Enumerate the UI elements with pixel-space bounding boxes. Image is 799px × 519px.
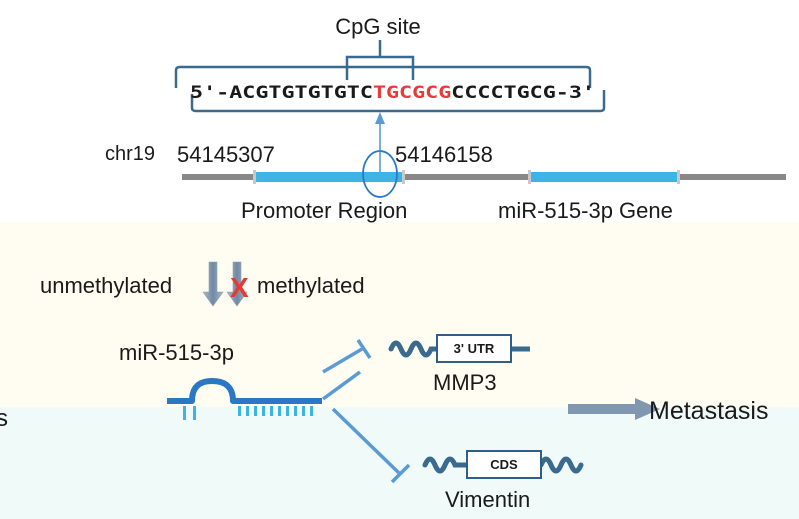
cpg-location-circle: [362, 150, 398, 198]
sequence-suffix: CCCCTGCG-3': [451, 83, 595, 103]
methylated-arrow: [226, 261, 248, 307]
mmp3-label: MMP3: [433, 370, 497, 395]
blocked-mark: X: [230, 272, 249, 303]
mirna-label: miR-515-3p: [119, 340, 234, 365]
vimentin-mrna-wave-right: [538, 456, 584, 474]
mmp3-utr-box: [436, 334, 512, 363]
sequence-box-top: [174, 65, 592, 88]
mirna-strand: [167, 378, 322, 404]
sequence-cpg: TGCGCG: [373, 83, 451, 103]
background-band-middle: [0, 222, 799, 407]
mmp3-utr-label: 3' UTR: [454, 341, 495, 356]
cpg-site-bracket: [345, 55, 415, 80]
vimentin-inhibition-bar: [390, 463, 411, 484]
background-band-bottom: [0, 407, 799, 519]
sequence-prefix: 5'-ACGTGTGTGTC: [190, 83, 373, 103]
chromosome-start-coordinate: 54145307: [177, 142, 275, 167]
mirna-base-ticks: [183, 406, 313, 420]
gene-start-tick: [528, 170, 531, 184]
gene-region-label: miR-515-3p Gene: [498, 198, 673, 223]
gene-end-tick: [677, 170, 680, 184]
mmp3-inhibition-line-lower: [321, 370, 362, 401]
chromosome-end-coordinate: 54146158: [395, 142, 493, 167]
promoter-start-tick: [253, 170, 256, 184]
sequence-box-bottom: [190, 90, 606, 113]
promoter-end-tick: [402, 170, 405, 184]
vimentin-label: Vimentin: [445, 487, 530, 512]
mmp3-inhibition-bar: [356, 339, 372, 359]
gene-region-bar: [530, 172, 678, 182]
mmp3-mrna-wave: [388, 340, 444, 358]
methylated-label: methylated: [257, 273, 365, 298]
unmethylated-arrow: [202, 261, 224, 307]
mmp3-inhibition-line-upper: [322, 347, 363, 374]
cpg-site-label: CpG site: [335, 14, 421, 39]
vimentin-cds-label: CDS: [490, 457, 518, 472]
metastasis-arrow: [568, 398, 660, 420]
vimentin-cds-box: [466, 450, 542, 479]
left-edge-text: s: [0, 405, 8, 432]
unmethylated-label: unmethylated: [40, 273, 172, 298]
vimentin-mrna-wave-left: [422, 456, 470, 474]
promoter-region-label: Promoter Region: [241, 198, 407, 223]
promoter-region-bar: [255, 172, 403, 182]
metastasis-label: Metastasis: [649, 397, 768, 425]
vimentin-inhibition-line: [331, 407, 402, 476]
promoter-to-sequence-arrowhead: [375, 112, 385, 124]
chromosome-name: chr19: [105, 143, 155, 165]
